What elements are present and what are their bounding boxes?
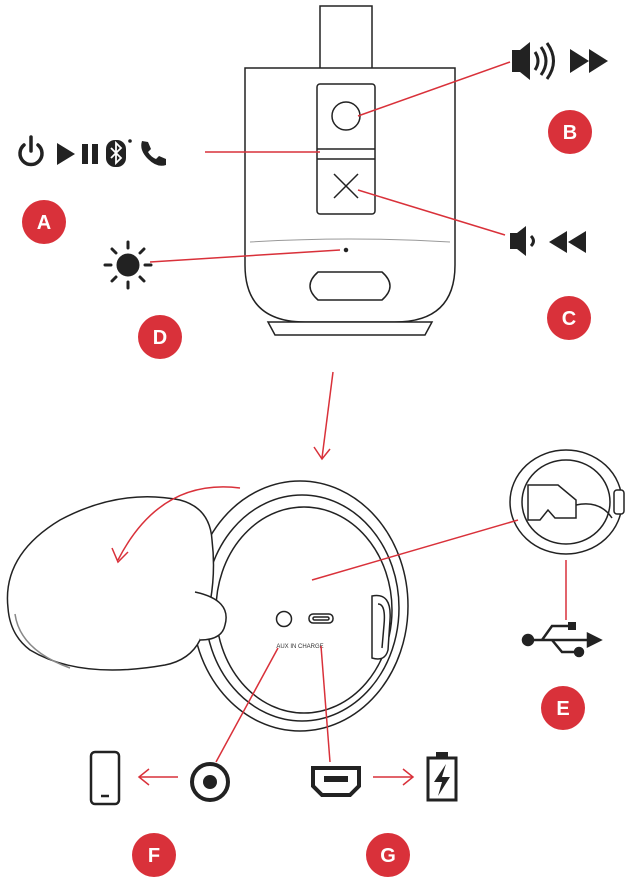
speaker-loud-icon [512, 42, 555, 80]
play-icon [57, 143, 75, 165]
usb-connector [527, 484, 577, 521]
port-label: AUX IN CHARGE [276, 644, 323, 650]
leader-lines-bottom [215, 519, 567, 763]
speaker-front-view [244, 5, 456, 336]
speaker-bottom-view [6, 480, 409, 732]
badge-e-label: E [556, 698, 569, 720]
volume-down-icons-c [510, 226, 586, 256]
speaker-slot [309, 271, 391, 301]
badge-d: D [138, 315, 182, 359]
power-icon [18, 135, 44, 167]
aux-jack-icon [190, 762, 230, 802]
speaker-quiet-icon [510, 226, 535, 256]
aux-port [275, 610, 293, 628]
badge-f-label: F [148, 845, 160, 867]
lid-edge [14, 613, 71, 669]
pouch-clip [613, 489, 625, 515]
fast-forward-icon [570, 49, 608, 73]
pouch-inner [521, 459, 611, 545]
arrow-down [313, 371, 334, 461]
aux-icons-f [89, 750, 230, 806]
lid-tab [194, 591, 227, 641]
bluetooth-icon [106, 139, 132, 167]
badge-b-label: B [563, 122, 577, 144]
leader-line-g [320, 645, 331, 763]
badge-e: E [541, 686, 585, 730]
arrow-right-icon [373, 768, 415, 786]
battery-charging-icon [426, 752, 458, 802]
leader-line-f [215, 647, 279, 763]
leader-line-c [357, 189, 506, 236]
leader-line-e [311, 519, 519, 581]
micro-usb-port-icon [311, 766, 361, 797]
badge-f: F [132, 833, 176, 877]
badge-g-label: G [380, 845, 396, 867]
leader-line-d [149, 249, 341, 263]
badge-a-label: A [37, 212, 51, 234]
badge-c-label: C [562, 308, 576, 330]
charge-port-inner [312, 616, 330, 621]
leader-lines-top [149, 61, 511, 263]
phone-icon [141, 141, 166, 166]
housing-latch [371, 594, 391, 660]
badge-a: A [22, 200, 66, 244]
charge-icons-g [311, 752, 458, 802]
badge-c: C [547, 296, 591, 340]
badge-d-label: D [153, 327, 167, 349]
speaker-base [266, 321, 434, 336]
rewind-icon [549, 231, 586, 253]
volume-up-icons-b [512, 42, 608, 80]
speaker-shading [249, 238, 451, 243]
smartphone-icon [89, 750, 121, 806]
usb-icon [521, 622, 603, 658]
cable-pouch [509, 449, 625, 555]
sun-icon [103, 240, 153, 290]
lid [6, 496, 215, 671]
housing-latch-detail [377, 603, 386, 649]
badge-g: G [366, 833, 410, 877]
function-icons-a [18, 135, 166, 167]
arrow-left-icon [137, 768, 178, 786]
usb-cable [575, 503, 613, 519]
leader-line-b [357, 61, 511, 117]
x-button [333, 173, 359, 199]
charge-port [308, 613, 334, 624]
lid-rotation-arrow [111, 486, 241, 564]
led-dot [343, 247, 349, 253]
badge-b: B [548, 110, 592, 154]
pause-icon [82, 144, 98, 164]
